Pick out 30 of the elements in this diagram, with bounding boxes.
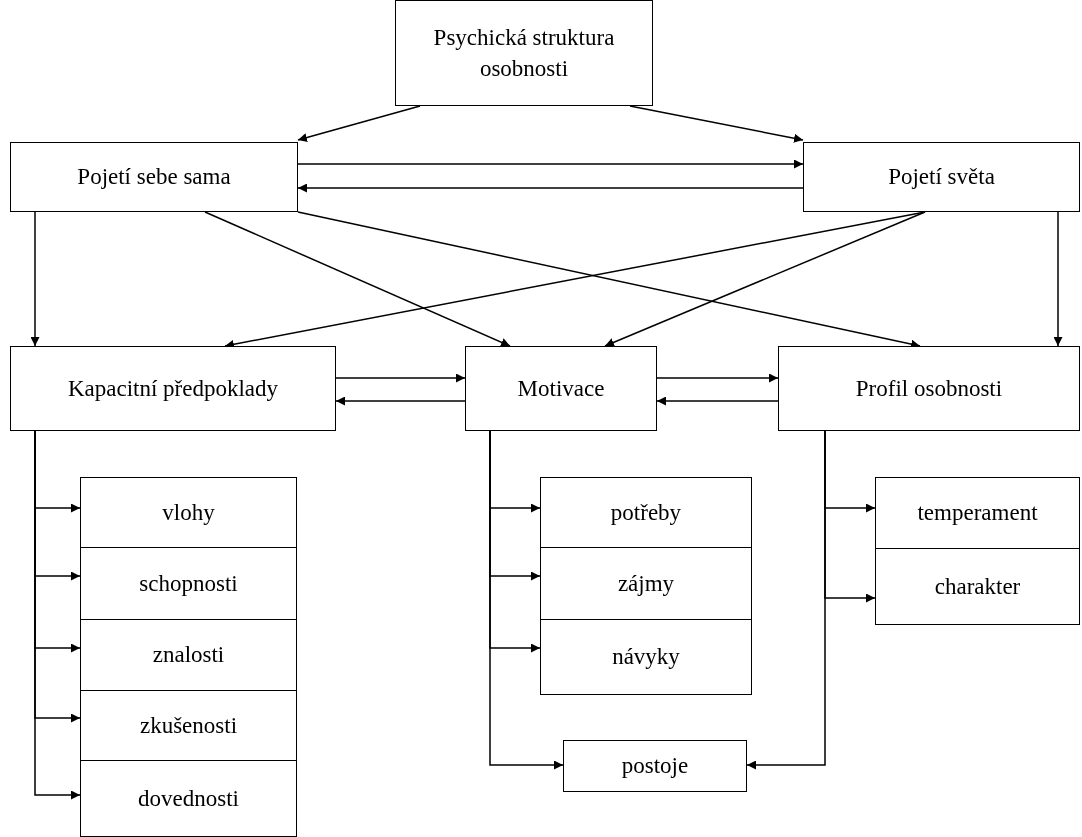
arrow (746, 430, 826, 770)
process-box: Pojetí sebe sama (10, 142, 298, 212)
arrow (204, 211, 511, 347)
arrow (30, 211, 40, 347)
arrow (335, 396, 466, 406)
process-box: Kapacitní předpoklady (10, 346, 336, 431)
process-box: znalosti (80, 619, 297, 691)
process-box: návyky (540, 619, 752, 695)
process-box: dovednosti (80, 760, 297, 837)
process-box: Psychická struktura osobnosti (395, 0, 653, 106)
arrow (604, 211, 926, 347)
process-box: potřeby (540, 477, 752, 548)
arrow (297, 183, 804, 193)
process-box: zkušenosti (80, 690, 297, 761)
process-box: Profil osobnosti (778, 346, 1080, 431)
process-box: temperament (875, 477, 1080, 549)
process-box: charakter (875, 548, 1080, 625)
process-box: vlohy (80, 477, 297, 548)
arrow (656, 396, 779, 406)
arrow (1053, 211, 1063, 347)
arrow (297, 159, 804, 169)
process-box: Pojetí světa (803, 142, 1080, 212)
arrow (297, 105, 421, 142)
process-box: postoje (563, 740, 747, 792)
process-box: schopnosti (80, 547, 297, 620)
process-box: Motivace (465, 346, 657, 431)
process-box: zájmy (540, 547, 752, 620)
arrow (656, 373, 779, 383)
arrow (629, 105, 804, 143)
arrow (335, 373, 466, 383)
